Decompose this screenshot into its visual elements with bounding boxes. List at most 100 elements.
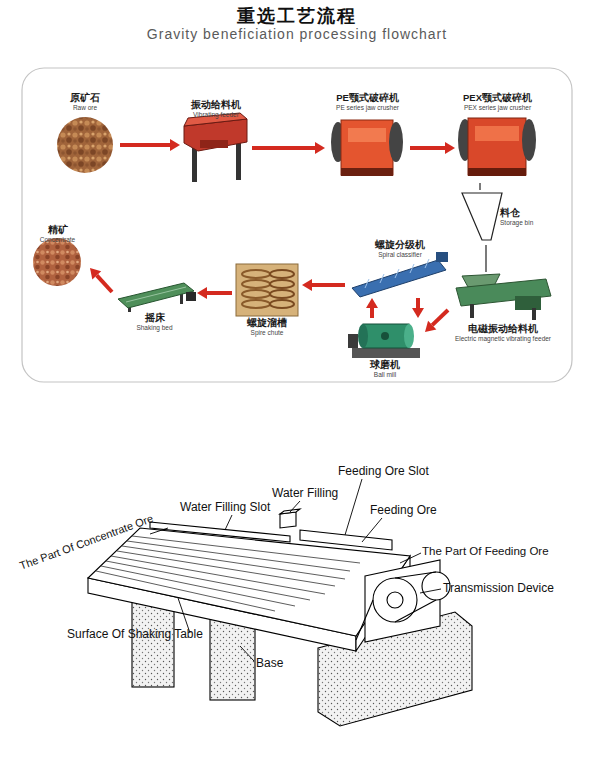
flow-arrow xyxy=(90,268,112,292)
node-label-group: 摇床Shaking bed xyxy=(112,313,197,331)
arrow-shaft xyxy=(479,183,480,190)
node-label-en: PE series jaw crusher xyxy=(325,104,410,111)
node-label-cn: 螺旋分级机 xyxy=(345,240,455,251)
node-label-group: 料仓Storage bin xyxy=(500,208,545,226)
machine-node: PEX颚式破碎机PEX series jaw crusher xyxy=(455,93,540,183)
flow-arrow xyxy=(252,142,325,154)
node-label-en: Raw ore xyxy=(50,104,120,111)
node-label-group: PE颚式破碎机PE series jaw crusher xyxy=(325,93,410,111)
node-label-group: PEX颚式破碎机PEX series jaw crusher xyxy=(455,93,540,111)
arrow-shaft xyxy=(120,143,170,147)
node-label-group: 原矿石Raw ore xyxy=(50,93,120,111)
flow-arrow xyxy=(412,298,424,318)
machine-node: 振动给料机Vibrating feeder xyxy=(180,100,252,185)
flow-arrow xyxy=(197,287,232,299)
vibrating-feeder-art xyxy=(184,113,247,182)
subtitle: Gravity beneficiation processing flowcha… xyxy=(0,27,594,42)
node-label-cn: PE颚式破碎机 xyxy=(325,93,410,104)
part-label: Surface Of Shaking Table xyxy=(67,628,203,641)
node-label-cn: 精矿 xyxy=(25,225,90,236)
node-label-cn: 振动给料机 xyxy=(180,100,252,111)
concentrate-pile xyxy=(33,238,81,286)
ore-pile xyxy=(57,117,113,173)
arrow-shaft xyxy=(207,291,232,295)
part-label: Feeding Ore xyxy=(370,504,437,517)
spiral-chute-art xyxy=(236,264,298,316)
connector-line xyxy=(486,245,487,272)
machine-node: 原矿石Raw ore xyxy=(50,93,120,175)
machine-node: 摇床Shaking bed xyxy=(112,275,197,330)
node-label-cn: 螺旋溜槽 xyxy=(232,318,302,329)
node-label-en: Ball mill xyxy=(345,371,425,378)
node-label-group: 振动给料机Vibrating feeder xyxy=(180,100,252,118)
spiral-classifier-art xyxy=(352,252,448,297)
arrow-head xyxy=(90,268,101,279)
flow-arrow xyxy=(120,139,180,151)
node-label-en: Storage bin xyxy=(500,219,545,226)
connector-line xyxy=(480,183,481,190)
node-label-cn: 球磨机 xyxy=(345,360,425,371)
machine-node: 球磨机Ball mill xyxy=(345,318,425,380)
node-label-cn: 电磁振动给料机 xyxy=(448,324,558,335)
node-label-group: 电磁振动给料机Electric magnetic vibrating feede… xyxy=(448,324,558,342)
node-label-en: Spire chute xyxy=(232,329,302,336)
arrow-shaft xyxy=(485,245,486,272)
node-label-en: Electric magnetic vibrating feeder xyxy=(448,335,558,342)
node-label-cn: PEX颚式破碎机 xyxy=(455,93,540,104)
arrow-head xyxy=(445,142,455,154)
node-label-en: PEX series jaw crusher xyxy=(455,104,540,111)
shaking-bed-art xyxy=(118,283,196,312)
ball-mill-art xyxy=(348,324,420,358)
machine-node: 螺旋分级机Spiral classifier xyxy=(345,240,455,298)
chart-title: 重选工艺流程 xyxy=(0,4,594,28)
flow-arrow xyxy=(302,279,345,291)
arrow-shaft xyxy=(252,146,315,150)
part-label: Water Filling Slot xyxy=(180,501,270,514)
arrow-shaft xyxy=(312,283,345,287)
part-label: Transmission Device xyxy=(443,582,554,595)
node-label-group: 螺旋分级机Spiral classifier xyxy=(345,240,455,258)
arrow-head xyxy=(412,308,424,318)
arrow-head xyxy=(425,321,436,332)
part-label: Water Filling xyxy=(272,487,338,500)
arrow-shaft xyxy=(370,308,374,318)
node-label-cn: 摇床 xyxy=(112,313,197,324)
arrow-shaft xyxy=(410,146,445,150)
arrow-head xyxy=(170,139,180,151)
machine-node: 螺旋溜槽Spire chute xyxy=(232,262,302,337)
machine-node: 电磁振动给料机Electric magnetic vibrating feede… xyxy=(448,272,558,350)
shaking-table-drawing xyxy=(88,509,472,726)
machine-node: PE颚式破碎机PE series jaw crusher xyxy=(325,93,410,183)
node-label-en: Concentrate xyxy=(25,236,90,243)
node-label-group: 精矿Concentrate xyxy=(25,225,90,243)
machine-node: 料仓Storage bin xyxy=(460,190,545,245)
part-label: Feeding Ore Slot xyxy=(338,465,429,478)
arrow-shaft xyxy=(416,298,420,308)
part-label: Base xyxy=(256,657,283,670)
node-label-cn: 原矿石 xyxy=(50,93,120,104)
node-label-group: 螺旋溜槽Spire chute xyxy=(232,318,302,336)
storage-bin-art xyxy=(462,193,502,240)
node-label-en: Spiral classifier xyxy=(345,251,455,258)
arrow-head xyxy=(315,142,325,154)
jaw-crusher-art xyxy=(331,120,403,176)
jaw-crusher-art xyxy=(458,118,536,176)
flow-arrow xyxy=(425,310,448,332)
arrow-head xyxy=(366,298,378,308)
node-label-en: Vibrating feeder xyxy=(180,111,252,118)
arrow-head xyxy=(197,287,207,299)
arrow-shaft xyxy=(432,310,448,325)
flow-arrow xyxy=(366,298,378,318)
arrow-head xyxy=(302,279,312,291)
node-label-cn: 料仓 xyxy=(500,208,545,219)
node-label-en: Shaking bed xyxy=(112,324,197,331)
frame xyxy=(22,68,572,382)
electromagnetic-feeder-art xyxy=(456,274,551,320)
flow-arrow xyxy=(410,142,455,154)
machine-node: 精矿Concentrate xyxy=(25,225,90,287)
part-label: The Part Of Feeding Ore xyxy=(422,545,549,558)
node-label-group: 球磨机Ball mill xyxy=(345,360,425,378)
